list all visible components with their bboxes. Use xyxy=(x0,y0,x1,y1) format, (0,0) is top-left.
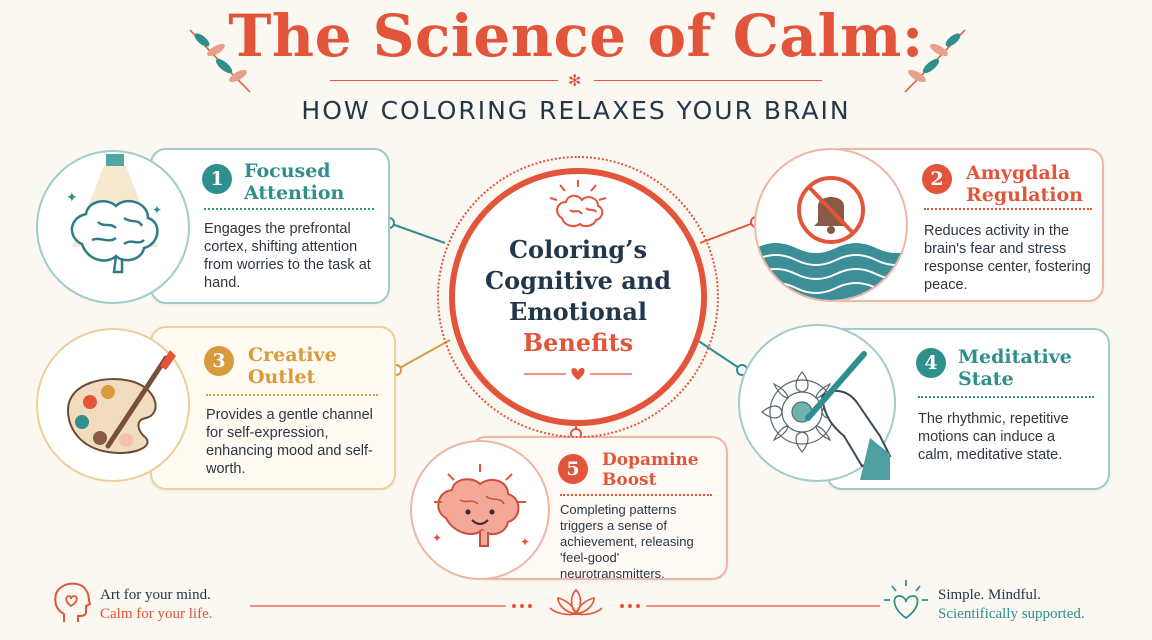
title-divider: ✻ xyxy=(330,73,822,90)
card-divider xyxy=(204,208,374,210)
left-leaf-decoration xyxy=(189,29,251,93)
muted-bell-waves-icon xyxy=(756,176,906,300)
card-divider xyxy=(918,396,1094,398)
radiant-heart-icon xyxy=(884,580,928,620)
footer-left-tagline: Art for your mind. Calm for your life. xyxy=(100,587,213,622)
center-ring xyxy=(437,156,719,438)
footer-divider xyxy=(250,588,880,616)
svg-text:✦: ✦ xyxy=(66,190,78,206)
happy-brain-icon: ✦ ✦ xyxy=(432,464,530,549)
card-description: Completing patterns triggers a sense of … xyxy=(560,502,694,581)
flower-icon: ✻ xyxy=(568,73,582,90)
card-description: The rhythmic, repetitive motions can ind… xyxy=(918,411,1069,463)
card-divider xyxy=(560,494,712,496)
focused-attention-icon-circle: ✦ ✦ xyxy=(36,150,190,304)
page-title: The Science of Calm: xyxy=(228,2,924,70)
card-number: 3 xyxy=(204,346,234,376)
center-heart-divider xyxy=(524,368,632,380)
card-title: Creative Outlet xyxy=(248,344,337,388)
card-number: 2 xyxy=(922,164,952,194)
center-heading: Coloring’s Cognitive and Emotional Benef… xyxy=(484,235,671,357)
creative-outlet-icon-circle xyxy=(36,328,190,482)
card-divider xyxy=(924,208,1092,210)
right-leaf-decoration xyxy=(904,29,966,93)
meditative-state-icon-circle xyxy=(738,324,896,482)
svg-text:✦: ✦ xyxy=(520,535,530,549)
card-description: Engages the prefrontal cortex, shifting … xyxy=(204,221,371,291)
card-description: Reduces activity in the brain's fear and… xyxy=(924,223,1091,293)
hand-coloring-mandala-icon xyxy=(761,351,892,480)
page-subtitle: HOW COLORING RELAXES YOUR BRAIN xyxy=(301,96,851,125)
card-creative-outlet: 3 Creative Outlet Provides a gentle chan… xyxy=(150,326,396,490)
footer-right-tagline: Simple. Mindful. Scientifically supporte… xyxy=(938,587,1085,622)
card-number: 4 xyxy=(916,348,946,378)
card-title: Amygdala Regulation xyxy=(966,162,1083,206)
card-title: Meditative State xyxy=(958,346,1072,390)
brain-spotlight-icon: ✦ ✦ xyxy=(66,154,162,274)
amygdala-icon-circle xyxy=(754,148,908,302)
card-focused-attention: 1 Focused Attention Engages the prefront… xyxy=(150,148,390,304)
card-title: Focused Attention xyxy=(244,160,345,204)
svg-text:✦: ✦ xyxy=(432,531,442,545)
card-title: Dopamine Boost xyxy=(602,450,699,490)
svg-text:✦: ✦ xyxy=(152,203,162,217)
head-heart-icon xyxy=(54,582,92,622)
card-number: 1 xyxy=(202,164,232,194)
paint-palette-icon xyxy=(66,350,176,454)
card-number: 5 xyxy=(558,454,588,484)
dopamine-boost-icon-circle: ✦ ✦ xyxy=(410,440,550,580)
center-brain-icon xyxy=(549,180,607,228)
card-divider xyxy=(206,394,378,396)
card-description: Provides a gentle channel for self-expre… xyxy=(206,407,373,477)
